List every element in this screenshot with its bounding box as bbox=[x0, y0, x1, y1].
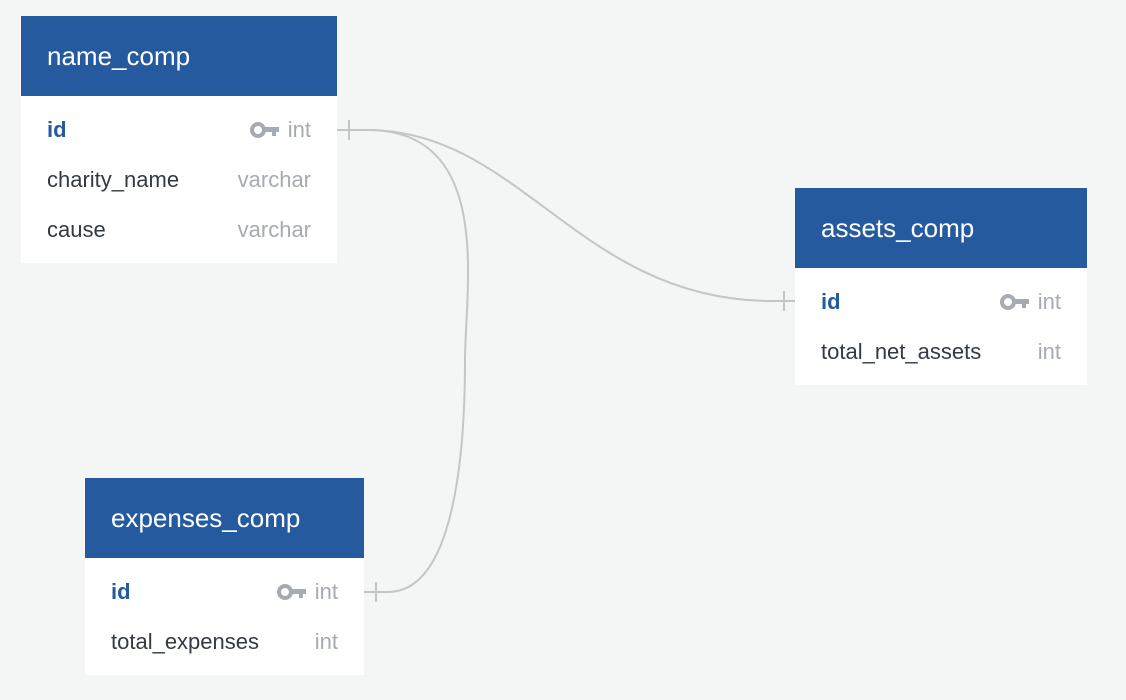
field-meta: int bbox=[999, 289, 1061, 315]
table-title: name_comp bbox=[47, 40, 191, 71]
field-type: int bbox=[287, 117, 311, 142]
table-header[interactable]: assets_comp bbox=[795, 188, 1087, 268]
field-type: int bbox=[1037, 339, 1061, 364]
field-name: id bbox=[111, 579, 131, 604]
key-icon bbox=[276, 584, 307, 600]
field-name: id bbox=[47, 117, 67, 142]
field-meta: int bbox=[249, 117, 311, 143]
field-row-charity-name[interactable]: charity_name varchar bbox=[21, 155, 337, 205]
field-row-cause[interactable]: cause varchar bbox=[21, 205, 337, 255]
table-title: assets_comp bbox=[821, 212, 975, 243]
field-name: charity_name bbox=[47, 167, 180, 192]
field-name: total_expenses bbox=[111, 629, 259, 654]
field-row-id[interactable]: id int bbox=[795, 277, 1087, 327]
field-row-id[interactable]: id int bbox=[21, 105, 337, 155]
table-name-comp[interactable]: name_comp id int charity_name varchar ca… bbox=[21, 16, 337, 263]
field-type: varchar bbox=[237, 217, 311, 242]
field-name: cause bbox=[47, 217, 106, 242]
table-body: id int total_expenses int bbox=[85, 558, 364, 675]
relation-name-comp-assets-comp[interactable] bbox=[337, 129, 795, 302]
table-body: id int charity_name varchar cause varcha… bbox=[21, 96, 337, 263]
field-row-total-net-assets[interactable]: total_net_assets int bbox=[795, 327, 1087, 377]
table-assets-comp[interactable]: assets_comp id int total_net_assets int bbox=[795, 188, 1087, 385]
table-title: expenses_comp bbox=[111, 502, 301, 533]
key-icon bbox=[999, 294, 1030, 310]
field-type: int bbox=[314, 629, 338, 654]
table-expenses-comp[interactable]: expenses_comp id int total_expenses int bbox=[85, 478, 364, 675]
field-meta: int bbox=[276, 579, 338, 605]
field-type: varchar bbox=[237, 167, 311, 192]
table-header[interactable]: expenses_comp bbox=[85, 478, 364, 558]
field-row-id[interactable]: id int bbox=[85, 567, 364, 617]
field-type: int bbox=[1037, 289, 1061, 314]
relation-name-comp-expenses-comp[interactable] bbox=[364, 129, 470, 593]
key-icon bbox=[249, 122, 280, 138]
field-row-total-expenses[interactable]: total_expenses int bbox=[85, 617, 364, 667]
field-type: int bbox=[314, 579, 338, 604]
table-body: id int total_net_assets int bbox=[795, 268, 1087, 385]
table-header[interactable]: name_comp bbox=[21, 16, 337, 96]
field-name: id bbox=[821, 289, 841, 314]
field-name: total_net_assets bbox=[821, 339, 982, 364]
